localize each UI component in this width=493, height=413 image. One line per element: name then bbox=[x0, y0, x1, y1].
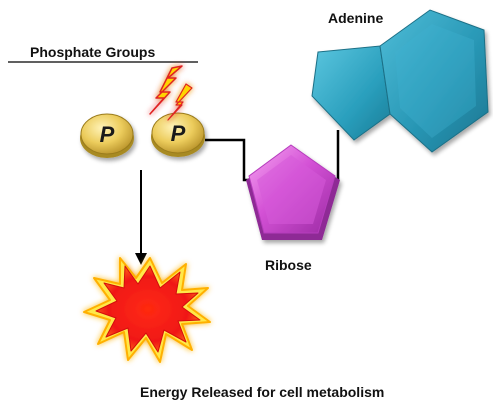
lightning-bolt-icon bbox=[149, 65, 193, 121]
arrow-down-icon bbox=[135, 170, 147, 265]
phosphate-group-2 bbox=[151, 112, 205, 157]
adenine-rings bbox=[311, 9, 489, 153]
ribose-pentagon bbox=[246, 144, 340, 240]
phosphate-group-1 bbox=[80, 113, 134, 158]
energy-released-label: Energy Released for cell metabolism bbox=[140, 384, 385, 400]
phosphate-symbol-1: P bbox=[100, 122, 115, 147]
adenine-label: Adenine bbox=[328, 10, 384, 26]
phosphate-symbol-2: P bbox=[171, 121, 186, 146]
bond-ribose-adenine bbox=[333, 130, 340, 182]
bond-phosphate-ribose bbox=[205, 138, 250, 182]
energy-burst-icon bbox=[83, 257, 211, 363]
phosphate-groups-label: Phosphate Groups bbox=[30, 44, 156, 60]
ribose-label: Ribose bbox=[265, 257, 312, 273]
